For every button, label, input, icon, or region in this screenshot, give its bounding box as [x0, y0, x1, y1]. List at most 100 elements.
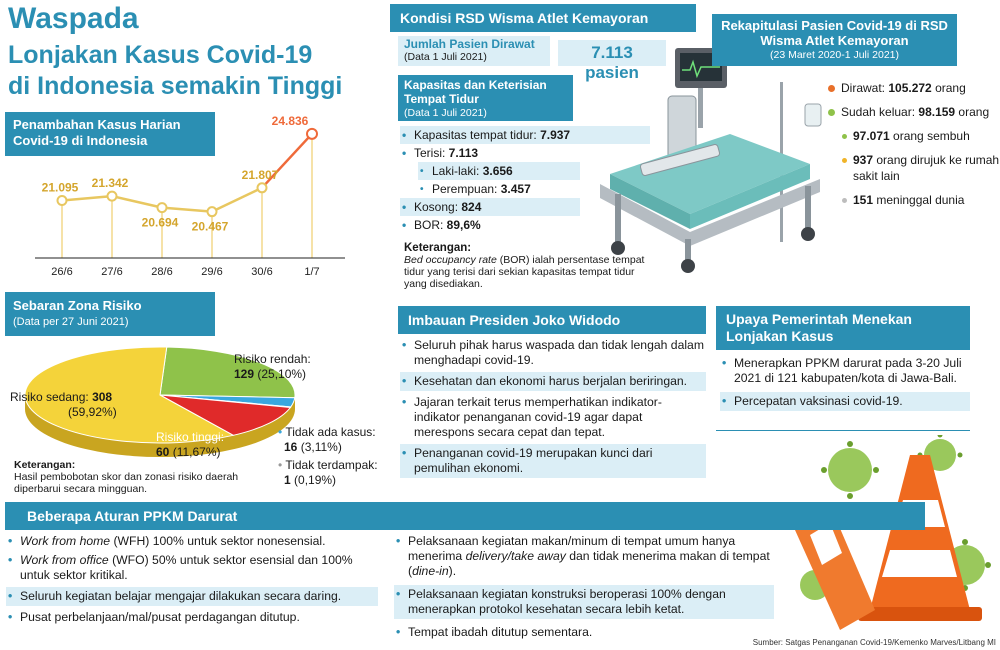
imbauan-item: Jajaran terkait terus memperhatikan indi… — [400, 395, 706, 440]
rendah-pct: (25,10%) — [254, 367, 307, 381]
upaya-list: Menerapkan PPKM darurat pada 3-20 Juli 2… — [720, 356, 970, 411]
imbauan-item: Seluruh pihak harus waspada dan tidak le… — [400, 338, 706, 368]
label-risiko-sedang: Risiko sedang: 308 (59,92%) — [10, 390, 117, 420]
upaya-divider — [716, 430, 970, 431]
rsd-note: Keterangan: Bed occupancy rate (BOR) ial… — [404, 242, 654, 290]
recap-list: Dirawat: 105.272 orang Sudah keluar: 98.… — [828, 80, 1000, 208]
daily-cases-line-chart: 21.095 26/6 21.342 27/6 20.694 28/6 20.467 29/6… — [35, 114, 345, 278]
kosong-item: Kosong: 824 — [400, 198, 580, 216]
capacity-date: (Data 1 Juli 2021) — [404, 107, 487, 119]
perempuan-item: Perempuan: 3.457 — [418, 180, 660, 199]
laki-item: Laki-laki: 3.656 — [418, 162, 580, 181]
line-segment — [211, 186, 263, 213]
recap-sembuh: 97.071 orang sembuh — [842, 128, 1000, 144]
imbauan-header: Imbauan Presiden Joko Widodo — [398, 306, 706, 334]
data-label: 24.836 — [272, 114, 309, 128]
label-tidak-ada-kasus: • Tidak ada kasus: 16 (3,11%) — [278, 425, 376, 454]
recap-dirawat: Dirawat: 105.272 orang — [828, 80, 1000, 96]
data-point — [56, 194, 68, 206]
label-tidak-terdampak: • Tidak terdampak: 1 (0,19%) — [278, 458, 378, 487]
patients-value: 7.113 pasien — [558, 40, 666, 82]
title-line-3: di Indonesia semakin Tinggi — [8, 72, 343, 100]
terdampak-name: Tidak terdampak: — [285, 458, 378, 472]
data-point — [156, 202, 168, 214]
line-segment — [161, 206, 213, 213]
data-label: 20.467 — [192, 220, 229, 234]
ppkm-item: Seluruh kegiatan belajar mengajar dilaku… — [6, 587, 378, 606]
rsd-note-title: Keterangan: — [404, 242, 472, 254]
tinggi-value: 60 — [156, 445, 170, 459]
data-label: 21.807 — [242, 168, 279, 182]
terisi-item: Terisi: 7.113 — [400, 144, 660, 162]
line-segment — [111, 194, 163, 209]
recap-meninggal: 151 meninggal dunia — [842, 192, 1000, 208]
patients-box: Jumlah Pasien Dirawat (Data 1 Juli 2021) — [398, 36, 550, 66]
rsd-title: Kondisi RSD Wisma Atlet Kemayoran — [400, 10, 649, 26]
title-line-2: Lonjakan Kasus Covid-19 — [8, 41, 313, 69]
bor-item: BOR: 89,6% — [400, 216, 660, 234]
data-point — [106, 190, 118, 202]
sedang-value: 308 — [92, 390, 113, 404]
upaya-item: Menerapkan PPKM darurat pada 3-20 Juli 2… — [720, 356, 970, 386]
imbauan-title: Imbauan Presiden Joko Widodo — [408, 312, 621, 328]
ppkm-title: Beberapa Aturan PPKM Darurat — [27, 508, 238, 524]
capacity-item: Kapasitas tempat tidur: 7.937 — [400, 126, 650, 144]
ppkm-item: Work from office (WFO) 50% untuk sektor … — [6, 553, 378, 583]
risk-note-title: Keterangan: — [14, 459, 76, 471]
capacity-title: Kapasitas dan Keterisian Tempat Tidur — [404, 78, 547, 106]
data-label: 21.342 — [92, 176, 129, 190]
data-point — [306, 127, 318, 140]
ppkm-right-list: Pelaksanaan kegiatan makan/minum di temp… — [394, 534, 774, 640]
imbauan-item: Penanganan covid-19 merupakan kunci dari… — [400, 444, 706, 478]
terdampak-pct: (0,19%) — [290, 473, 337, 487]
upaya-title: Upaya Pemerintah Menekan Lonjakan Kasus — [726, 311, 912, 344]
traffic-cone-illustration — [795, 435, 991, 630]
ppkm-item: Pelaksanaan kegiatan konstruksi beropera… — [394, 585, 774, 619]
ppkm-left-list: Work from home (WFH) 100% untuk sektor n… — [6, 534, 378, 625]
ppkm-header: Beberapa Aturan PPKM Darurat — [5, 502, 925, 530]
rsd-header: Kondisi RSD Wisma Atlet Kemayoran — [390, 4, 696, 32]
hospital-bed-illustration — [600, 48, 822, 273]
sedang-name: Risiko sedang: — [10, 390, 89, 404]
recap-title: Rekapitulasi Pasien Covid-19 di RSD Wism… — [721, 18, 948, 48]
ppkm-item: Tempat ibadah ditutup sementara. — [394, 625, 774, 640]
tidak-ada-value: 16 — [284, 440, 298, 454]
label-risiko-tinggi: Risiko tinggi: 60 (11,67%) — [156, 430, 224, 460]
line-segment — [261, 132, 313, 189]
data-label: 21.095 — [42, 180, 79, 194]
risk-zone-pie-chart — [24, 346, 296, 457]
risk-zone-note: Keterangan: Hasil pembobotan skor dan zo… — [14, 459, 254, 495]
rendah-value: 129 — [234, 367, 255, 381]
recap-subtitle: (23 Maret 2020-1 Juli 2021) — [770, 49, 899, 61]
upaya-item: Percepatan vaksinasi covid-19. — [720, 392, 970, 411]
x-tick-label: 26/6 — [51, 266, 72, 278]
pie-slice — [24, 346, 235, 444]
ppkm-item: Work from home (WFH) 100% untuk sektor n… — [6, 534, 378, 549]
x-tick-label: 27/6 — [101, 266, 122, 278]
recap-keluar: Sudah keluar: 98.159 orang — [828, 104, 1000, 120]
x-tick-label: 29/6 — [201, 266, 222, 278]
patients-label: Jumlah Pasien Dirawat — [404, 37, 535, 51]
tinggi-name: Risiko tinggi: — [156, 430, 225, 444]
capacity-list: Kapasitas tempat tidur: 7.937 Terisi: 7.… — [400, 126, 660, 234]
line-segment — [61, 194, 113, 202]
x-tick-label: 28/6 — [151, 266, 172, 278]
tidak-ada-pct: (3,11%) — [297, 440, 342, 454]
recap-rujuk: 937 orang dirujuk ke rumah sakit lain — [842, 152, 1000, 184]
risk-zone-title: Sebaran Zona Risiko — [13, 298, 142, 313]
rsd-note-italic: Bed occupancy rate — [404, 254, 497, 266]
imbauan-item: Kesehatan dan ekonomi harus berjalan ber… — [400, 372, 706, 391]
label-risiko-rendah: Risiko rendah: 129 (25,10%) — [234, 352, 311, 382]
recap-header: Rekapitulasi Pasien Covid-19 di RSD Wism… — [712, 14, 957, 66]
pie-slice — [159, 346, 296, 399]
risk-zone-header: Sebaran Zona Risiko (Data per 27 Juni 20… — [5, 292, 215, 336]
source-note: Sumber: Satgas Penanganan Covid-19/Kemen… — [752, 638, 996, 647]
data-label: 20.694 — [142, 216, 179, 230]
capacity-header: Kapasitas dan Keterisian Tempat Tidur (D… — [398, 75, 573, 121]
tinggi-pct: (11,67%) — [169, 445, 221, 459]
data-point — [206, 206, 218, 218]
title-line-1: Waspada — [8, 2, 139, 35]
pie-slice — [159, 394, 292, 436]
rsd-note-text: (BOR) ialah persentase tempat tidur yang… — [404, 254, 645, 290]
daily-cases-title: Penambahan Kasus Harian Covid-19 di Indo… — [13, 117, 181, 148]
